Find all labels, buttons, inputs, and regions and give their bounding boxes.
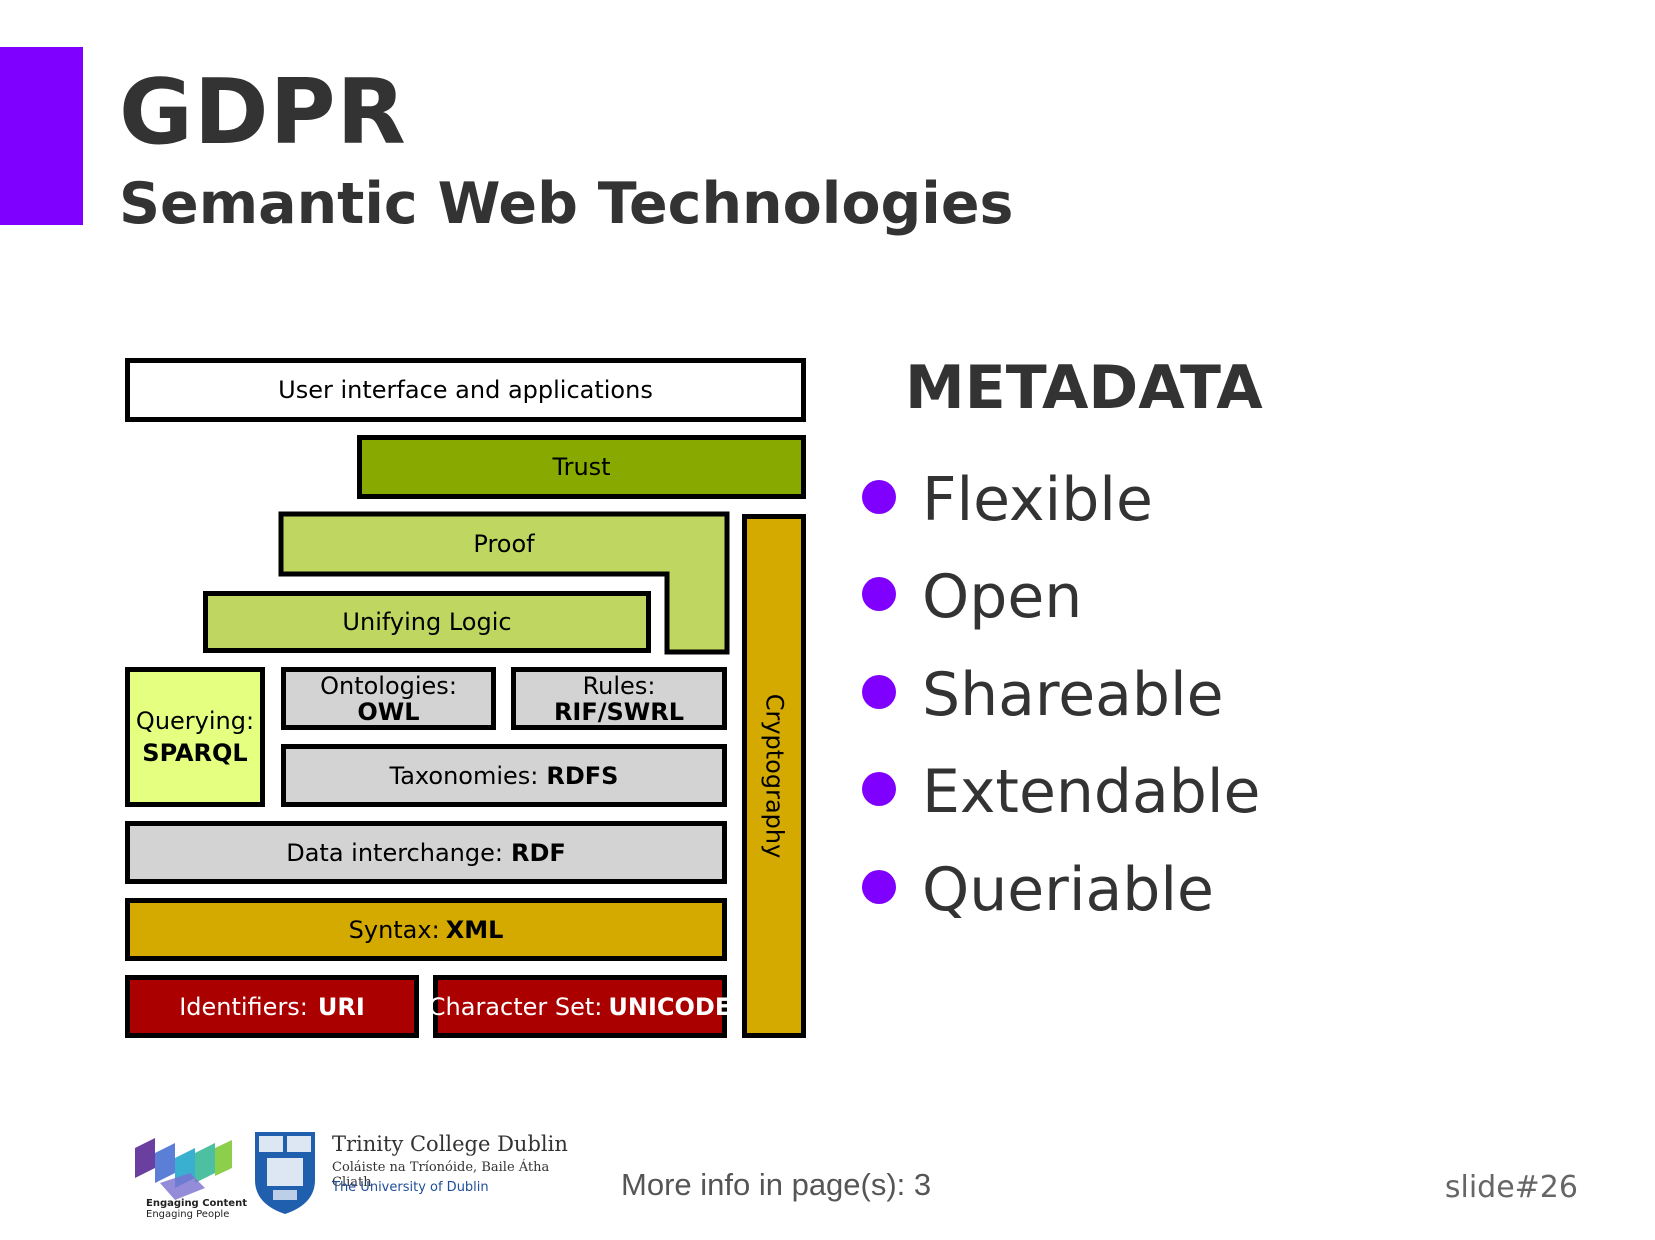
layer-user-interface: User interface and applications xyxy=(125,358,806,422)
tcd-name: Trinity College Dublin xyxy=(332,1132,568,1156)
adapt-logo-icon xyxy=(135,1138,232,1200)
more-info-text: More info in page(s): 3 xyxy=(621,1167,932,1202)
layer-unifying-logic: Unifying Logic xyxy=(203,591,651,653)
layer-rules: Rules: RIF/SWRL xyxy=(511,667,727,730)
list-item: Open xyxy=(862,549,1260,647)
slide-subtitle: Semantic Web Technologies xyxy=(119,171,1014,237)
layer-cryptography: Cryptography xyxy=(742,514,806,1038)
footer-logos: Engaging Content Engaging People Trinity… xyxy=(110,1100,580,1240)
bullet-dot-icon xyxy=(862,772,896,807)
list-item: Queriable xyxy=(862,841,1260,939)
list-item-text: Flexible xyxy=(922,464,1153,535)
accent-bar xyxy=(0,47,83,225)
list-item-text: Shareable xyxy=(922,659,1224,730)
ontologies-value: OWL xyxy=(357,697,420,726)
semantic-web-stack-diagram: User interface and applications Trust Pr… xyxy=(0,0,830,1060)
identifiers-label: Identifiers: xyxy=(179,992,308,1021)
layer-querying: Querying: SPARQL xyxy=(125,667,265,807)
bullet-dot-icon xyxy=(862,577,896,612)
layer-taxonomies: Taxonomies: RDFS xyxy=(281,744,727,807)
slide-number: slide#26 xyxy=(1444,1170,1578,1205)
list-item-text: Queriable xyxy=(922,854,1214,925)
list-item: Flexible xyxy=(862,451,1260,549)
layer-user-interface-label: User interface and applications xyxy=(278,376,653,404)
bullet-dot-icon xyxy=(862,479,896,514)
taxonomies-label: Taxonomies: xyxy=(389,761,539,790)
layer-data-interchange: Data interchange: RDF xyxy=(125,821,727,884)
charset-value: UNICODE xyxy=(608,992,732,1021)
layer-trust: Trust xyxy=(357,435,806,499)
syntax-label: Syntax: xyxy=(348,915,440,944)
layer-charset: Character Set: UNICODE xyxy=(429,975,731,1038)
metadata-list: Flexible Open Shareable Extendable Queri… xyxy=(862,451,1260,939)
identifiers-value: URI xyxy=(317,992,365,1021)
taxonomies-value: RDFS xyxy=(546,761,619,790)
adapt-tagline-line1: Engaging Content xyxy=(146,1198,247,1209)
layer-identifiers: Identifiers: URI xyxy=(125,975,419,1038)
bullet-dot-icon xyxy=(862,869,896,904)
tcd-university: The University of Dublin xyxy=(332,1180,489,1195)
tcd-crest-icon xyxy=(255,1132,315,1214)
adapt-tagline: Engaging Content Engaging People xyxy=(146,1198,247,1220)
cryptography-label: Cryptography xyxy=(760,693,788,859)
list-item: Extendable xyxy=(862,744,1260,842)
ontologies-label: Ontologies: xyxy=(320,671,457,700)
rules-value: RIF/SWRL xyxy=(553,697,685,726)
data-interchange-label: Data interchange: xyxy=(286,838,503,867)
syntax-value: XML xyxy=(445,915,504,944)
querying-label: Querying: xyxy=(135,707,255,735)
querying-value: SPARQL xyxy=(142,739,248,767)
tcd-irish-name: Coláiste na Tríonóide, Baile Átha Cliath xyxy=(332,1160,550,1190)
list-item-text: Open xyxy=(922,562,1083,633)
data-interchange-value: RDF xyxy=(510,838,566,867)
rules-label: Rules: xyxy=(582,671,656,700)
list-item-text: Extendable xyxy=(922,757,1261,828)
layer-unifying-logic-label: Unifying Logic xyxy=(342,608,512,636)
metadata-heading: METADATA xyxy=(905,353,1263,423)
charset-label: Character Set: xyxy=(428,992,603,1021)
layer-syntax: Syntax: XML xyxy=(125,898,727,961)
layer-trust-label: Trust xyxy=(552,453,611,481)
bullet-dot-icon xyxy=(862,674,896,709)
layer-proof-shape xyxy=(278,511,730,655)
layer-ontologies: Ontologies: OWL xyxy=(281,667,496,730)
list-item: Shareable xyxy=(862,646,1260,744)
adapt-tagline-line2: Engaging People xyxy=(146,1209,230,1220)
slide-title: GDPR xyxy=(119,60,407,165)
layer-proof-label: Proof xyxy=(473,530,535,558)
